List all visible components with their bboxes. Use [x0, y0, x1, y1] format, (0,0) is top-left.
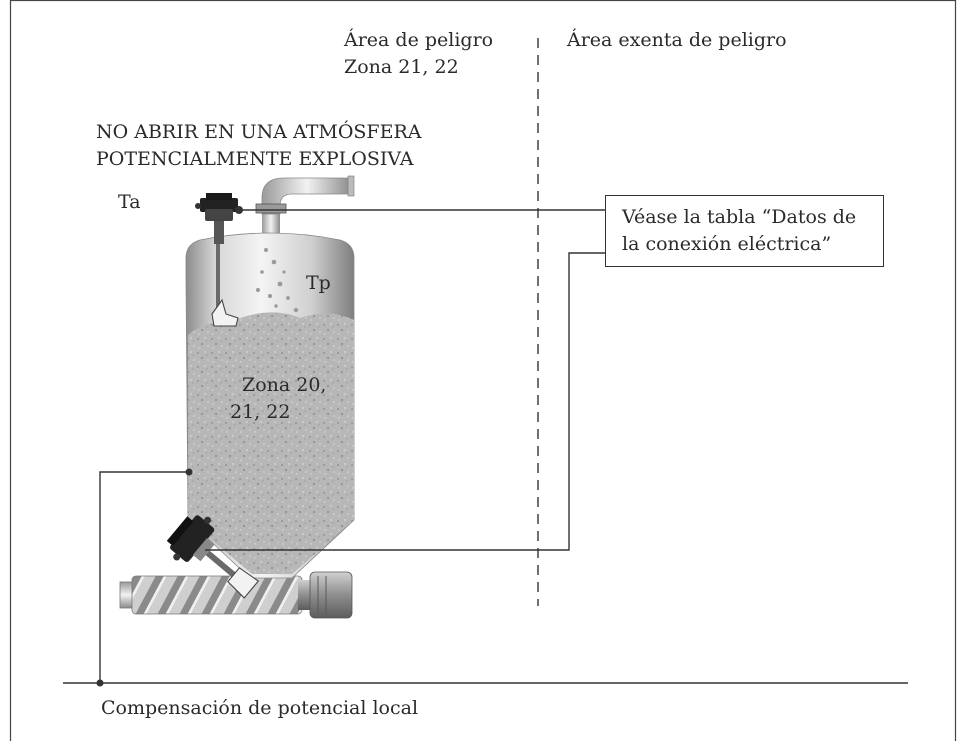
- silo-ground-point: [185, 468, 193, 476]
- warning-line-2: POTENCIALMENTE EXPLOSIVA: [96, 148, 414, 170]
- ambient-temp-label: Ta: [118, 191, 141, 213]
- inlet-pipe: [255, 175, 355, 242]
- callout-line-1: Véase la tabla “Datos de: [622, 206, 857, 228]
- screw-conveyor: [119, 571, 353, 619]
- ground-junction: [96, 679, 104, 687]
- electrical-data-callout: Véase la tabla “Datos de la conexión elé…: [605, 195, 884, 267]
- inner-zone-label-1: Zona 20,: [242, 374, 327, 396]
- silo: [185, 232, 356, 579]
- ground-cable: [99, 471, 189, 683]
- ground-label: Compensación de potencial local: [101, 697, 419, 719]
- hazard-area-zone: Zona 21, 22: [344, 56, 459, 78]
- hazard-area-title: Área de peligro: [344, 29, 494, 51]
- connection-lines: [99, 209, 606, 683]
- callout-line-2: la conexión eléctrica”: [622, 233, 832, 255]
- diagram-border: [9, 0, 957, 745]
- inner-zone-label-2: 21, 22: [230, 401, 291, 423]
- top-level-switch: [195, 193, 243, 327]
- side-level-switch: [166, 515, 260, 599]
- process-temp-label: Tp: [306, 272, 331, 294]
- bottom-switch-cable: [205, 252, 605, 551]
- warning-line-1: NO ABRIR EN UNA ATMÓSFERA: [96, 121, 422, 143]
- safe-area-title: Área exenta de peligro: [567, 29, 787, 51]
